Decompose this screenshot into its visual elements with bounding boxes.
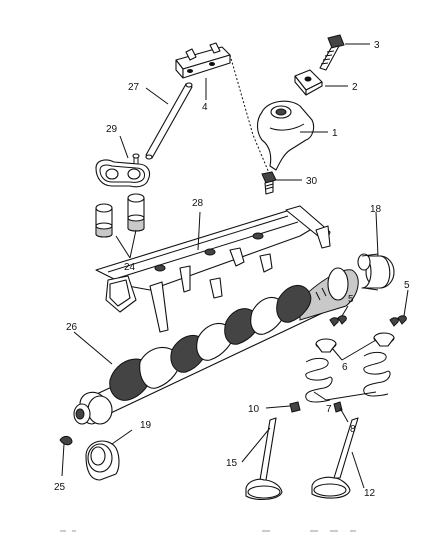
- part-5-valve-locks-left: [329, 315, 347, 327]
- part-26-camshaft: [73, 267, 359, 425]
- part-6-valve-retainers: [315, 332, 395, 353]
- callout-5-left: 5: [348, 294, 354, 305]
- part-27-push-rod: [145, 82, 193, 160]
- part-5-valve-locks-right: [389, 315, 407, 327]
- part-12-exhaust-valve: [311, 417, 359, 499]
- part-1-rocker-arm: [256, 100, 315, 171]
- part-7-valve-springs: [305, 351, 391, 403]
- callout-18: 18: [370, 204, 382, 215]
- callout-7: 7: [326, 404, 332, 415]
- callout-8: 8: [350, 424, 356, 435]
- part-8-valve-seal: [333, 401, 343, 413]
- callout-19: 19: [140, 420, 152, 431]
- callout-6: 6: [342, 362, 348, 373]
- leader-lines: [61, 43, 409, 489]
- callout-28: 28: [192, 198, 204, 209]
- part-10-valve-seal: [289, 401, 301, 413]
- part-3-bolt: [319, 34, 345, 71]
- part-18-cam-bearing: [357, 253, 395, 291]
- callout-15: 15: [226, 458, 238, 469]
- callout-4: 4: [202, 102, 208, 113]
- part-4-rocker-bracket: [175, 42, 273, 181]
- callout-2: 2: [352, 82, 358, 93]
- callout-10: 10: [248, 404, 260, 415]
- callout-26: 26: [66, 322, 78, 333]
- callout-5-right: 5: [404, 280, 410, 291]
- part-28-lifter-retainer: [95, 205, 331, 333]
- callout-29: 29: [106, 124, 118, 135]
- callout-1: 1: [332, 128, 338, 139]
- callout-24: 24: [124, 262, 136, 273]
- callout-27: 27: [128, 82, 140, 93]
- callout-labels: 3 2 1 4 27 29 30 28 18 24 5 5 26 6 7 10 …: [54, 40, 410, 499]
- part-30-bolt: [261, 171, 277, 195]
- part-15-intake-valve: [245, 417, 283, 501]
- callout-3: 3: [374, 40, 380, 51]
- part-24-hydraulic-lifters: [95, 193, 145, 238]
- part-19-bearing: [85, 440, 120, 481]
- callout-25: 25: [54, 482, 66, 493]
- callout-30: 30: [306, 176, 318, 187]
- part-29-lifter-guide: [95, 153, 151, 188]
- callout-12: 12: [364, 488, 376, 499]
- part-25-key: [59, 435, 73, 446]
- part-2-pivot: [294, 69, 323, 96]
